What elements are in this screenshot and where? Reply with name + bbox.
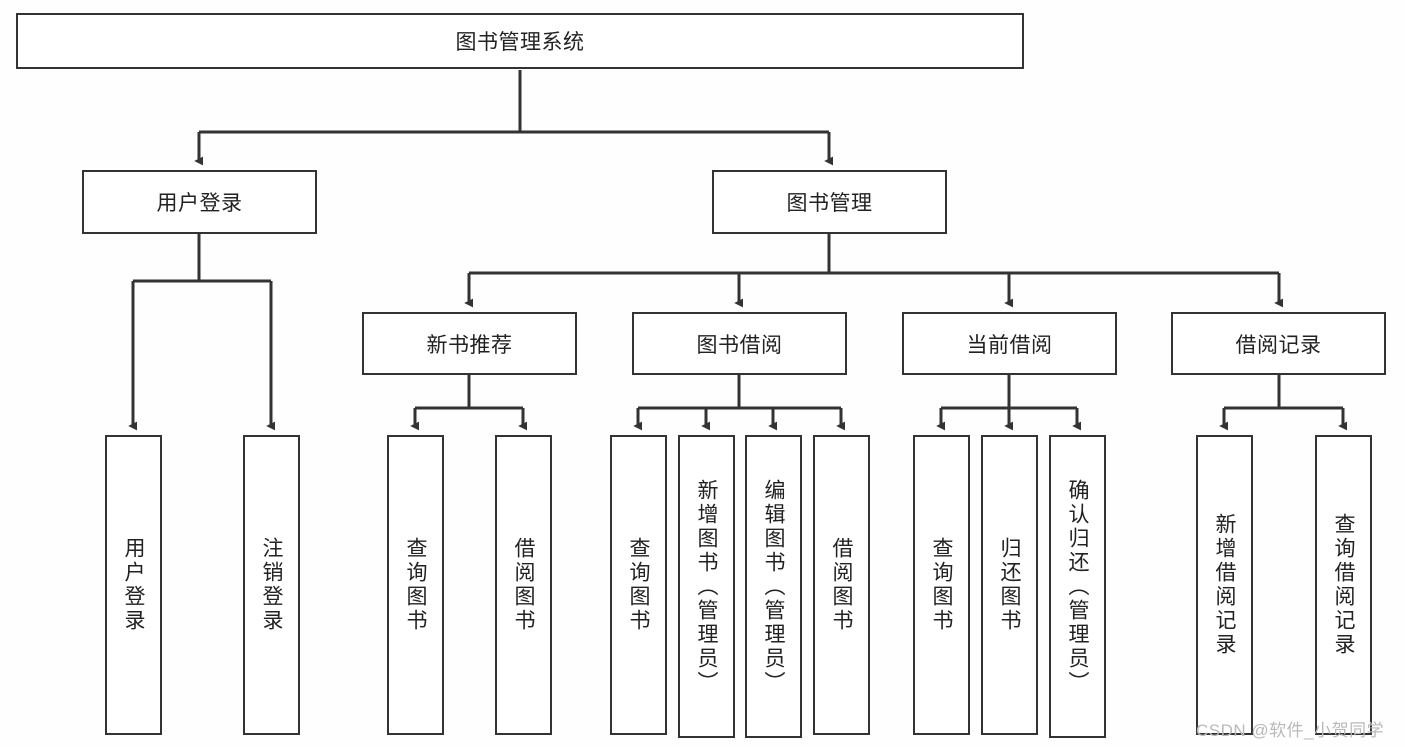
node-label: 借阅图书 <box>830 537 853 633</box>
node-label: 当前借阅 <box>966 333 1053 357</box>
node-book-borrow[interactable]: 图书借阅 <box>632 312 847 375</box>
leaf-book-borrow-edit-admin[interactable]: 编辑图书（管理员） <box>745 435 802 738</box>
leaf-book-borrow-query[interactable]: 查询图书 <box>610 435 667 735</box>
node-label: 查询图书 <box>930 537 953 633</box>
node-label: 归还图书 <box>998 537 1021 633</box>
node-label: 图书管理 <box>786 192 873 215</box>
csdn-watermark: CSDN @软件_小贺同学 <box>1196 721 1385 740</box>
node-label: 图书借阅 <box>696 333 783 357</box>
node-root-system[interactable]: 图书管理系统 <box>16 13 1024 69</box>
node-borrow-record[interactable]: 借阅记录 <box>1171 312 1386 375</box>
node-label: 借阅记录 <box>1235 333 1322 357</box>
node-label: 编辑图书（管理员） <box>762 478 785 695</box>
leaf-borrow-record-query[interactable]: 查询借阅记录 <box>1315 435 1372 735</box>
node-label: 用户登录 <box>156 192 243 215</box>
node-label: 借阅图书 <box>512 537 535 633</box>
node-label: 确认归还（管理员） <box>1066 478 1089 695</box>
node-label: 新书推荐 <box>426 333 513 357</box>
node-label: 查询图书 <box>627 537 650 633</box>
node-label: 查询借阅记录 <box>1332 513 1355 657</box>
node-label: 新增图书（管理员） <box>695 478 718 695</box>
leaf-new-book-query[interactable]: 查询图书 <box>387 435 444 735</box>
leaf-book-borrow-borrow[interactable]: 借阅图书 <box>813 435 870 735</box>
node-label: 新增借阅记录 <box>1213 513 1236 657</box>
node-label: 查询图书 <box>404 537 427 633</box>
leaf-user-login-signin[interactable]: 用户登录 <box>105 435 162 735</box>
leaf-borrow-record-add[interactable]: 新增借阅记录 <box>1196 435 1253 735</box>
leaf-book-borrow-add-admin[interactable]: 新增图书（管理员） <box>678 435 735 738</box>
leaf-user-login-signout[interactable]: 注销登录 <box>243 435 300 735</box>
node-current-borrow[interactable]: 当前借阅 <box>902 312 1117 375</box>
node-label: 用户登录 <box>122 537 145 633</box>
leaf-new-book-borrow[interactable]: 借阅图书 <box>495 435 552 735</box>
node-book-management[interactable]: 图书管理 <box>712 170 947 234</box>
leaf-current-borrow-confirm-admin[interactable]: 确认归还（管理员） <box>1049 435 1106 738</box>
node-user-login[interactable]: 用户登录 <box>82 170 317 234</box>
node-label: 注销登录 <box>260 537 283 633</box>
node-label: 图书管理系统 <box>455 31 585 54</box>
leaf-current-borrow-return[interactable]: 归还图书 <box>981 435 1038 735</box>
leaf-current-borrow-query[interactable]: 查询图书 <box>913 435 970 735</box>
node-new-book-recommend[interactable]: 新书推荐 <box>362 312 577 375</box>
